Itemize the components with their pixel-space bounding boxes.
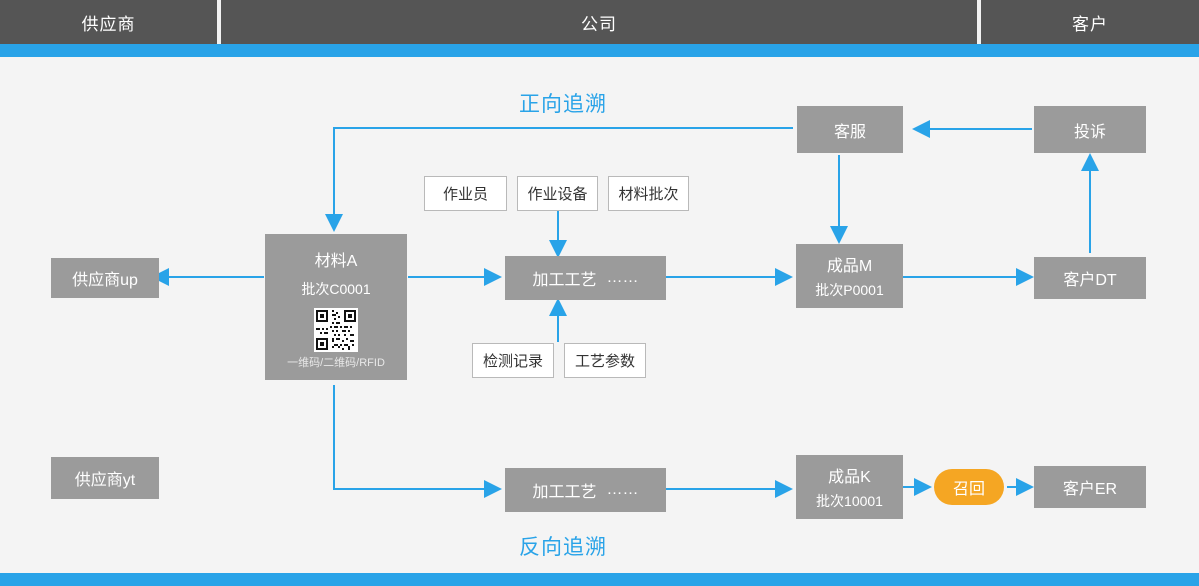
attr-operator[interactable]: 作业员: [424, 176, 507, 211]
node-customer-dt-label: 客户DT: [1063, 272, 1117, 289]
header-label-company: 公司: [581, 14, 617, 34]
node-process-top-label: 加工工艺: [532, 272, 597, 289]
node-complaint[interactable]: 投诉: [1034, 106, 1146, 153]
node-customer-service-label: 客服: [833, 123, 866, 141]
node-product-k[interactable]: 成品K 批次10001: [796, 455, 903, 519]
node-process-top-dots: ……: [606, 269, 639, 286]
header-column-company: 公司: [221, 0, 977, 44]
node-product-k-batch: 批次10001: [816, 493, 883, 509]
node-process-bottom[interactable]: 加工工艺 ……: [505, 468, 666, 512]
node-product-k-name: 成品K: [828, 469, 871, 486]
attr-material-batch-label: 材料批次: [618, 186, 679, 203]
top-accent-bar: [0, 44, 1199, 57]
attr-operator-label: 作业员: [442, 186, 488, 203]
node-customer-er-label: 客户ER: [1062, 481, 1118, 498]
node-material-a-name: 材料A: [314, 253, 358, 270]
attr-inspection-record-label: 检测记录: [482, 353, 543, 370]
header-label-customer: 客户: [1072, 14, 1108, 34]
attr-material-batch[interactable]: 材料批次: [608, 176, 689, 211]
header-column-customer: 客户: [981, 0, 1199, 44]
node-customer-service[interactable]: 客服: [797, 106, 903, 153]
qr-code-icon: [314, 308, 358, 352]
node-process-bottom-dots: ……: [606, 481, 639, 498]
attr-inspection-record[interactable]: 检测记录: [472, 343, 554, 378]
node-product-m-name: 成品M: [826, 258, 873, 275]
header-column-supplier: 供应商: [0, 0, 217, 44]
attr-equipment[interactable]: 作业设备: [517, 176, 598, 211]
node-material-a-code: 一维码/二维码/RFID: [287, 357, 385, 369]
header-label-supplier: 供应商: [81, 14, 136, 34]
node-product-m[interactable]: 成品M 批次P0001: [796, 244, 903, 308]
node-recall-label: 召回: [952, 481, 985, 498]
node-supplier-yt-label: 供应商yt: [74, 472, 136, 489]
node-process-top[interactable]: 加工工艺 ……: [505, 256, 666, 300]
node-supplier-up[interactable]: 供应商up: [51, 258, 159, 298]
node-customer-er[interactable]: 客户ER: [1034, 466, 1146, 508]
node-product-m-batch: 批次P0001: [815, 282, 884, 298]
node-complaint-label: 投诉: [1073, 123, 1106, 141]
label-backward-trace: 反向追溯: [519, 536, 607, 559]
attr-process-parameter-label: 工艺参数: [574, 353, 635, 370]
attr-process-parameter[interactable]: 工艺参数: [564, 343, 646, 378]
node-recall[interactable]: 召回: [934, 469, 1004, 505]
bottom-accent-bar: [0, 573, 1199, 586]
node-material-a[interactable]: 材料A 批次C0001: [265, 234, 407, 380]
node-supplier-yt[interactable]: 供应商yt: [51, 457, 159, 499]
label-forward-trace: 正向追溯: [519, 93, 607, 116]
attr-equipment-label: 作业设备: [527, 186, 588, 203]
node-process-bottom-label: 加工工艺: [532, 484, 597, 501]
node-supplier-up-label: 供应商up: [72, 272, 138, 289]
node-customer-dt[interactable]: 客户DT: [1034, 257, 1146, 299]
node-material-a-batch: 批次C0001: [301, 281, 371, 297]
